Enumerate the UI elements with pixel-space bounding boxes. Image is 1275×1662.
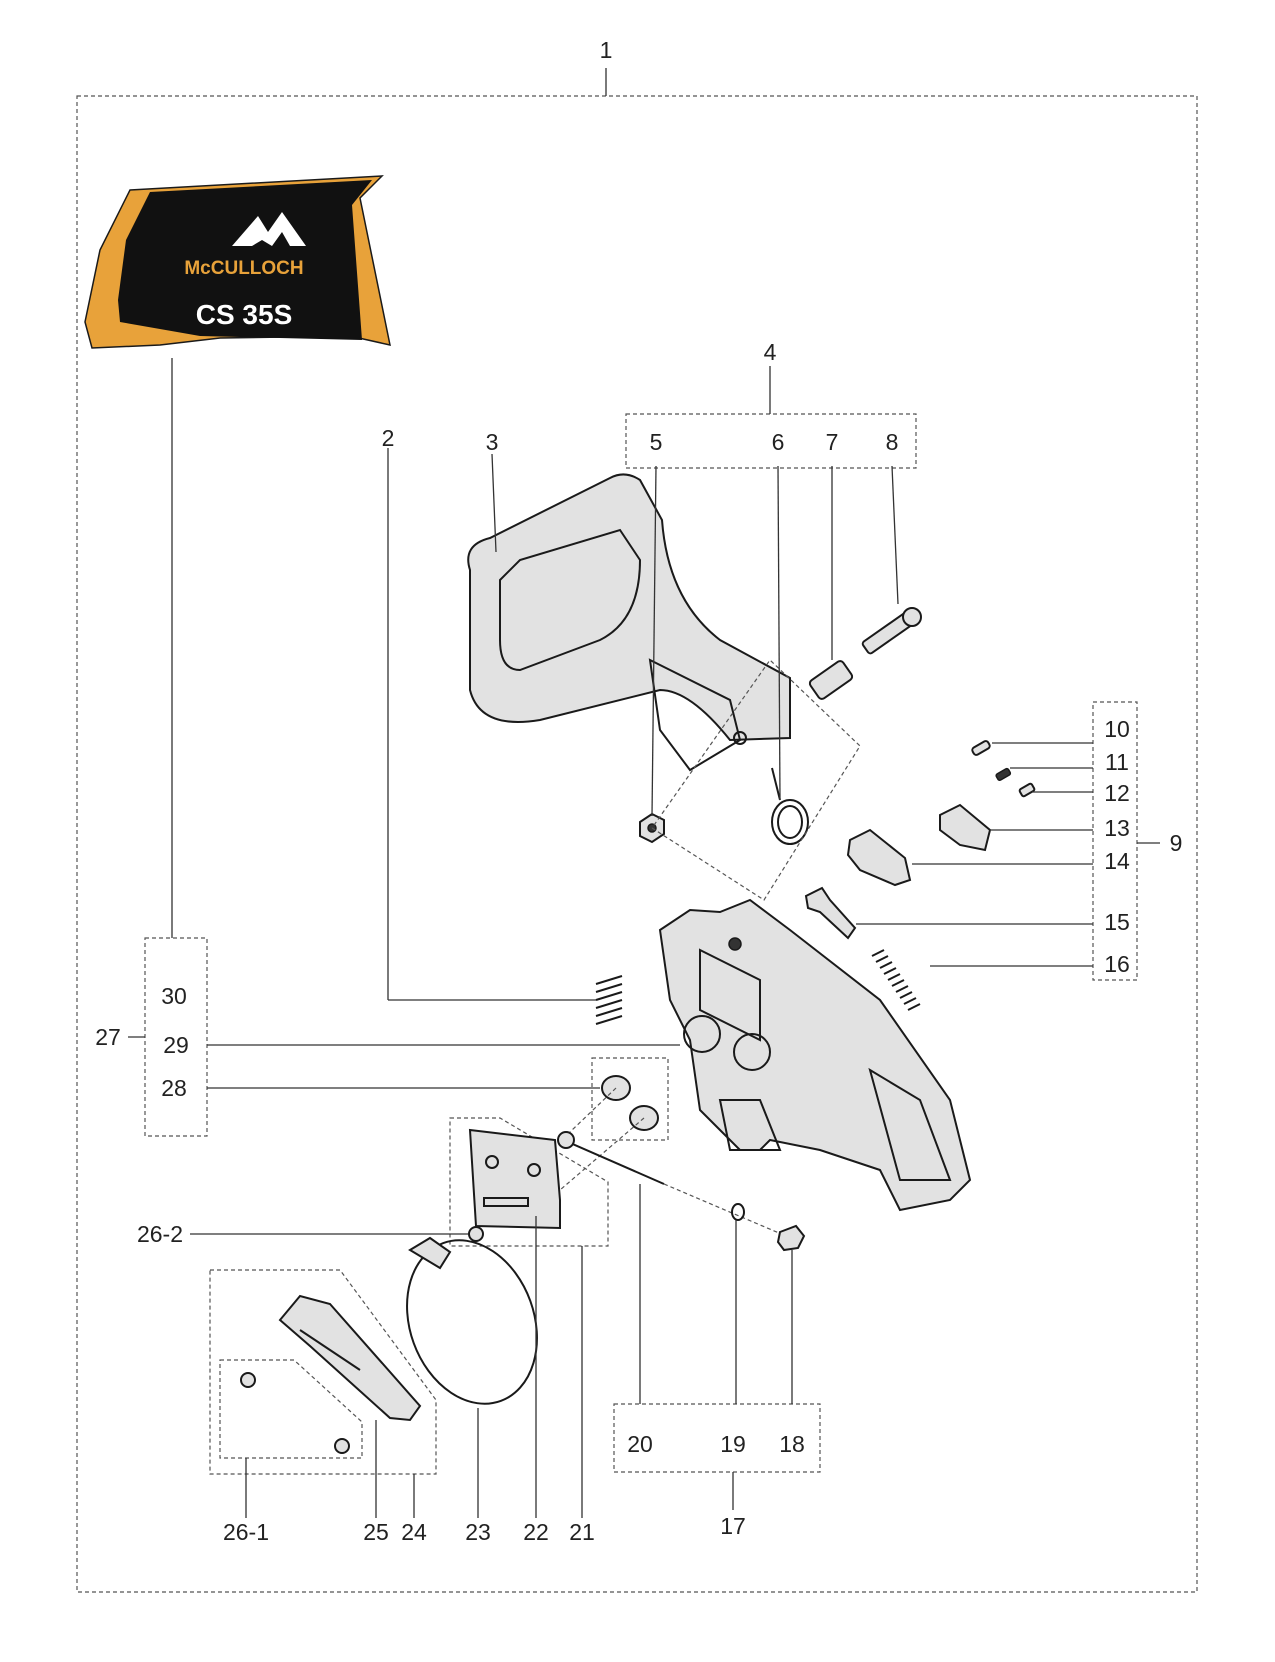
- callout-15: 15: [1104, 909, 1130, 935]
- callout-14: 14: [1104, 848, 1130, 874]
- callout-26-1: 26-1: [223, 1519, 269, 1545]
- group-box-28: [591, 1057, 669, 1141]
- sleeve-part: [808, 660, 854, 700]
- callout-8: 8: [886, 429, 899, 455]
- compression-spring-part-16: [871, 949, 921, 1011]
- callout-23: 23: [465, 1519, 491, 1545]
- callout-6: 6: [772, 429, 785, 455]
- assembly-boundary: [76, 95, 1198, 1593]
- logo-model-text: CS 35S: [196, 299, 293, 330]
- callout-16: 16: [1104, 951, 1130, 977]
- callout-10: 10: [1104, 716, 1130, 742]
- callout-12: 12: [1104, 780, 1130, 806]
- washer-part: [731, 1203, 745, 1221]
- callout-22: 22: [523, 1519, 549, 1545]
- pin-part-10: [971, 740, 991, 756]
- logo-mark-icon: [232, 212, 306, 246]
- callout-26-2: 26-2: [137, 1221, 183, 1247]
- bolt-part: [861, 607, 922, 655]
- callout-5: 5: [650, 429, 663, 455]
- brake-band-part: [406, 1236, 538, 1405]
- screw-part-26-1b: [334, 1438, 350, 1454]
- screw-part-26-2: [468, 1226, 484, 1242]
- callout-7: 7: [826, 429, 839, 455]
- group-box-24: [209, 1269, 437, 1475]
- callout-1: 1: [600, 37, 613, 63]
- spring-part-2: [595, 975, 623, 1025]
- lever-part-13: [939, 803, 992, 852]
- group-box-26-1: [219, 1359, 363, 1459]
- group-box-9: [1092, 701, 1138, 981]
- screw-part-26-1a: [240, 1372, 256, 1388]
- callout-21: 21: [569, 1519, 595, 1545]
- callout-11: 11: [1105, 749, 1129, 775]
- logo-brand-text: McCULLOCH: [184, 258, 303, 279]
- pin-part-12: [1018, 782, 1036, 798]
- callout-30: 30: [161, 983, 187, 1009]
- callout-3: 3: [486, 429, 499, 455]
- callout-13: 13: [1104, 815, 1130, 841]
- callout-28: 28: [161, 1075, 187, 1101]
- callout-24: 24: [401, 1519, 427, 1545]
- front-handle-part: [467, 473, 791, 772]
- chain-tensioner-nut-part: [776, 1224, 806, 1252]
- latch-part-15: [804, 886, 857, 940]
- callout-18: 18: [779, 1431, 805, 1457]
- clutch-cover-part: [658, 898, 972, 1212]
- pin-part-11: [995, 767, 1012, 781]
- callout-9: 9: [1170, 830, 1183, 856]
- callout-29: 29: [163, 1032, 189, 1058]
- callout-4: 4: [764, 339, 777, 365]
- chain-guide-part: [278, 1294, 422, 1422]
- adjusting-screw-part: [557, 1131, 665, 1185]
- callout-27: 27: [95, 1024, 121, 1050]
- torsion-spring-part: [771, 767, 809, 845]
- callout-17: 17: [720, 1513, 746, 1539]
- group-box-4: [625, 413, 917, 469]
- plate-part: [468, 1128, 561, 1230]
- brand-decal: McCULLOCH CS 35S: [84, 175, 391, 349]
- brake-lever-part-14: [846, 828, 912, 887]
- callout-2: 2: [382, 425, 395, 451]
- callout-20: 20: [627, 1431, 653, 1457]
- callout-19: 19: [720, 1431, 746, 1457]
- callout-25: 25: [363, 1519, 389, 1545]
- group-box-17: [613, 1403, 821, 1473]
